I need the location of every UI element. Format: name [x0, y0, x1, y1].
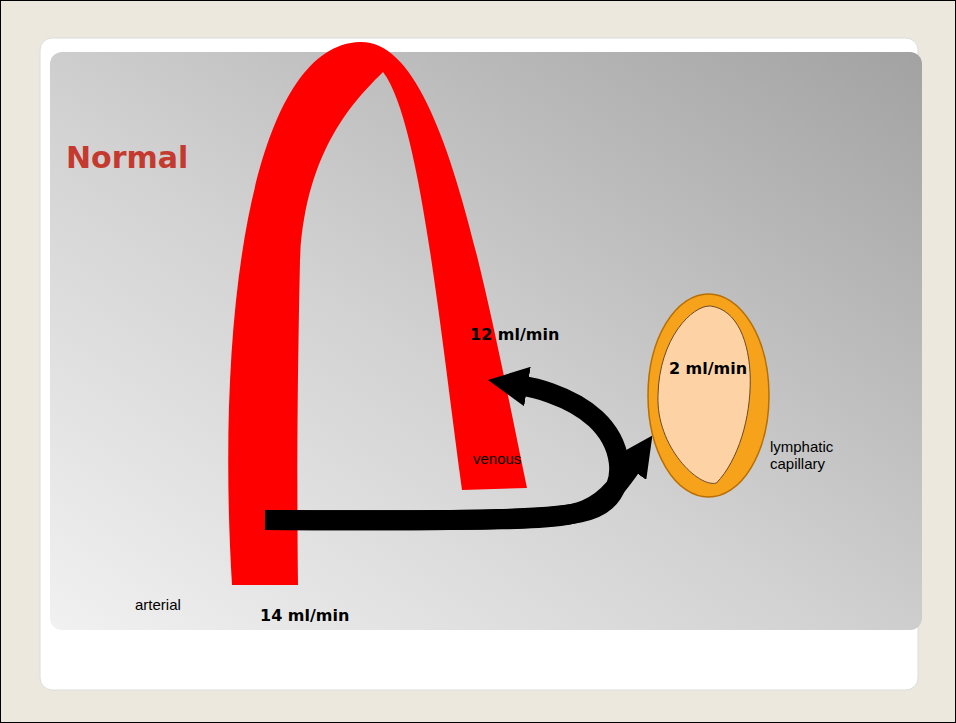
slide-panel — [50, 52, 922, 630]
flow-arrow — [265, 384, 619, 520]
flow-arrow — [265, 457, 638, 520]
venous-end: 12 ml/minvenous — [460, 365, 488, 395]
flow-rate: 2 ml/min — [669, 359, 747, 378]
lymphatic-capillary: 2 ml/minlymphatic capillary — [647, 293, 770, 498]
lymphatic-wall — [648, 294, 769, 497]
slide-title: Normal — [66, 140, 188, 175]
blood-capillary — [228, 42, 527, 585]
vessel-label: venous — [473, 450, 521, 467]
lymphatic-lumen — [657, 306, 749, 483]
lymphatic-outline — [647, 293, 770, 498]
flow-rate: 14 ml/min — [260, 606, 349, 625]
arterial-end: arterial14 ml/min — [232, 500, 265, 540]
vessel-label: arterial — [135, 596, 181, 613]
flow-rate: 12 ml/min — [470, 325, 559, 344]
vessel-label: lymphatic capillary — [770, 438, 846, 472]
